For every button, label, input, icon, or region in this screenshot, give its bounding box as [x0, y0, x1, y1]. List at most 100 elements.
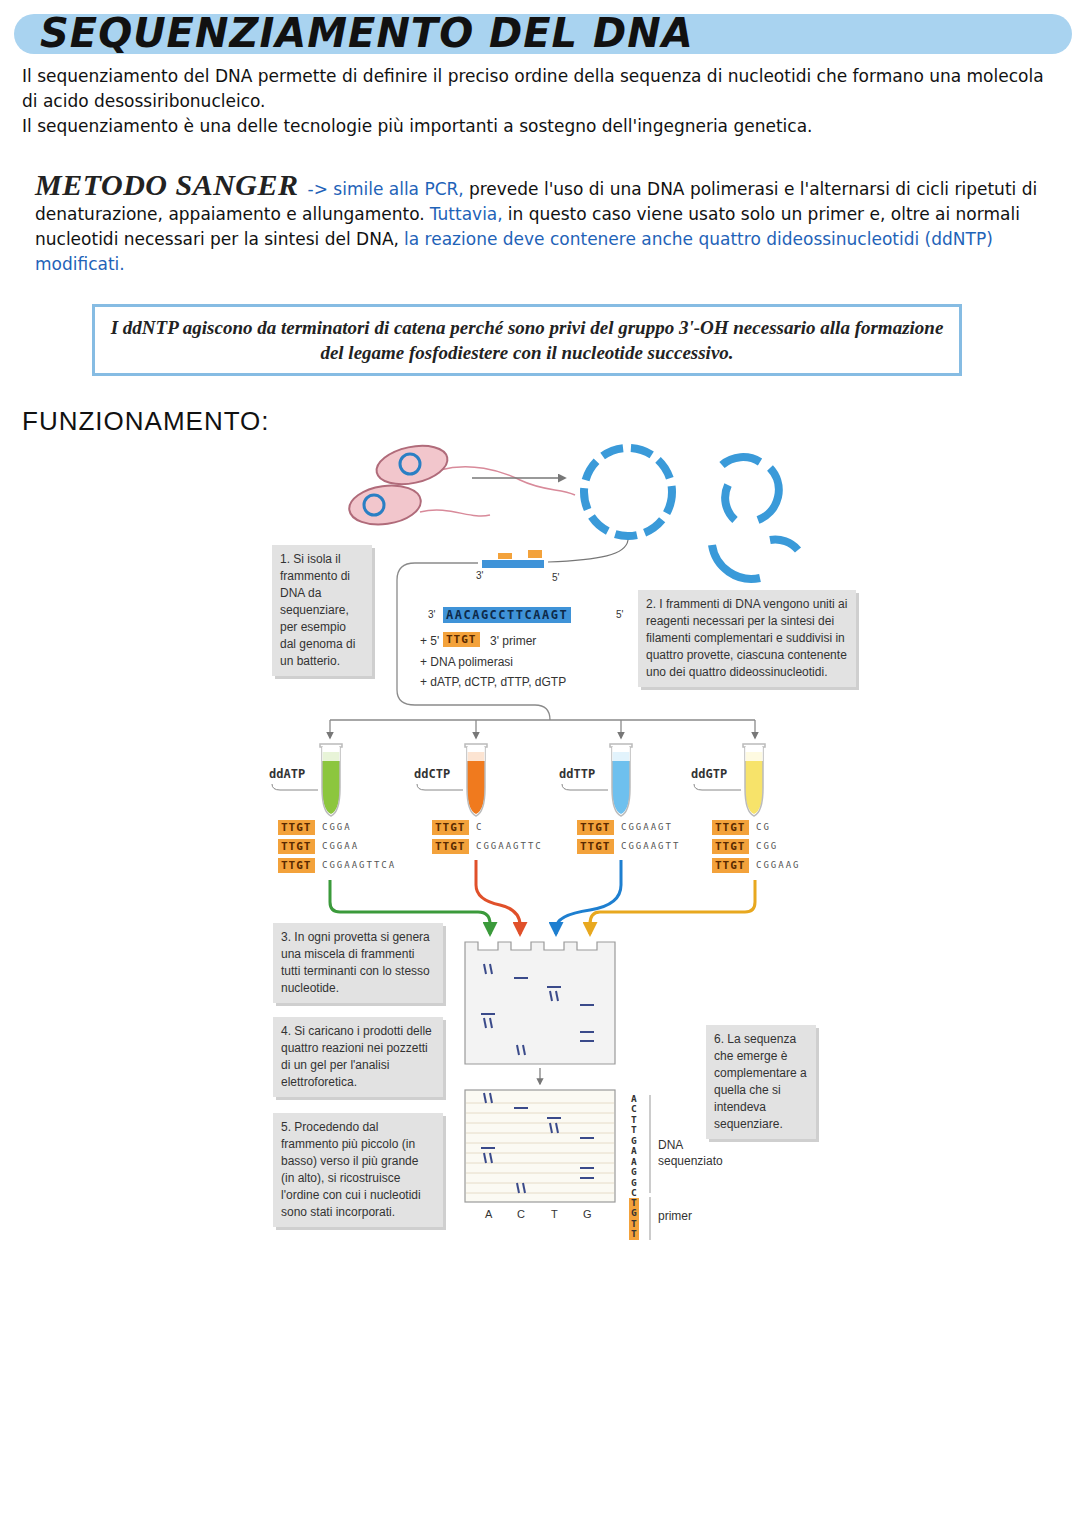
primer-strand [498, 553, 512, 559]
test-tubes [320, 744, 765, 816]
bacteria [347, 440, 575, 529]
text-run: -> simile alla PCR, [308, 179, 464, 199]
arrow [472, 477, 565, 479]
fragment [725, 485, 735, 520]
gel-band [481, 1147, 495, 1149]
grid-line [466, 1193, 614, 1194]
reagent: + dATP, dCTP, dTTP, dGTP [420, 675, 566, 689]
primer-sequence: TTGT [712, 858, 749, 873]
node-text: 6. La sequenza che emerge è complementar… [714, 1031, 808, 1133]
reagent: + DNA polimerasi [420, 655, 513, 669]
gel-band [556, 991, 558, 1001]
gel-band [514, 977, 528, 979]
primer-sequence: TTGT [278, 820, 315, 835]
paragraph: Il sequenziamento del DNA permette di de… [22, 64, 1062, 114]
grid-line [466, 1153, 614, 1154]
primer-sequence: TTGT [712, 839, 749, 854]
fragment-sequence: CG [756, 822, 771, 832]
lane-label: T [551, 1208, 558, 1220]
strand-end: 3' [428, 609, 435, 620]
tube-label: ddGTP [691, 767, 727, 781]
flagellum [420, 510, 490, 516]
hook [272, 784, 318, 790]
strand-end: 5' [616, 609, 623, 620]
bacterium [347, 481, 424, 529]
gel-band [514, 1107, 528, 1109]
dna-fragments [712, 457, 798, 579]
fragment-sequence: CGG [756, 841, 778, 851]
gel-band [547, 1117, 561, 1119]
template-sequence: AACAGCCTTCAAGT [443, 607, 571, 623]
fragment-sequence: CGGAAGT [621, 822, 673, 832]
plasmid [364, 495, 384, 515]
tube-liquid [745, 752, 763, 814]
gel-band [580, 1167, 594, 1169]
gel-band [580, 1040, 594, 1042]
gel-band [523, 1045, 525, 1055]
primer-bracket [650, 1197, 651, 1240]
tube-top [612, 747, 630, 761]
strand-end: 5' [552, 572, 559, 583]
page-title: SEQUENZIAMENTO DEL DNA [40, 10, 694, 56]
reagent: 3' primer [490, 634, 536, 648]
text-block: METODO SANGER-> simile alla PCR,prevede … [35, 168, 1040, 277]
tube-glass [743, 744, 765, 816]
lane-label: C [517, 1208, 525, 1220]
gel-band [523, 1183, 525, 1193]
tube-liquid [612, 752, 630, 814]
grid-line [466, 1133, 614, 1134]
gel-band [580, 1004, 594, 1006]
fragment-sequence: CGGAAGTT [621, 841, 680, 851]
tube-top [745, 747, 763, 761]
gel-grid [466, 1103, 614, 1193]
tube [320, 744, 342, 816]
gel-band [580, 1177, 594, 1179]
tube-top [322, 747, 340, 761]
annotation: DNA sequenziato [658, 1137, 738, 1169]
grid-line [466, 1103, 614, 1104]
arrow [539, 1068, 540, 1084]
fragment [758, 468, 779, 520]
arrow [754, 720, 755, 738]
tube [743, 744, 765, 816]
text-block: Il sequenziamento del DNA permette di de… [22, 64, 1062, 139]
tube-label: ddTTP [559, 767, 595, 781]
key-concept-box: I ddNTP agiscono da terminatori di caten… [92, 304, 962, 376]
sequence-bracket [650, 1095, 651, 1193]
fragment-sequence: CGGAAG [756, 860, 801, 870]
section-heading: METODO SANGER [35, 168, 299, 201]
tube-label: ddCTP [414, 767, 450, 781]
gel-band [556, 1123, 558, 1133]
gel-band [517, 1045, 519, 1055]
node-text: 4. Si caricano i prodotti delle quattro … [281, 1023, 435, 1091]
gel-slab [465, 1090, 615, 1202]
gel-band [490, 964, 492, 974]
flagellum [440, 467, 575, 495]
gel-band [490, 1153, 492, 1163]
fragment-sequence: CGGA [322, 822, 352, 832]
lane-arrow [590, 880, 755, 934]
primer-sequence: TTGT [278, 858, 315, 873]
fragment [722, 457, 760, 465]
primer-strand [528, 550, 542, 558]
gel-band [547, 986, 561, 988]
fragment-sequence: CGGAA [322, 841, 359, 851]
gel-band [484, 964, 486, 974]
lane-arrow [476, 860, 520, 934]
primer-sequence: TTGT [443, 632, 480, 647]
fragment [770, 540, 798, 550]
tube-liquid [322, 752, 340, 814]
hook [694, 784, 741, 790]
grid-line [466, 1113, 614, 1114]
gel-slab [465, 942, 615, 1064]
node-text: 2. I frammenti di DNA vengono uniti ai r… [646, 596, 848, 681]
dna-circle [584, 448, 672, 536]
arrow [329, 720, 330, 738]
section-heading: FUNZIONAMENTO: [22, 406, 270, 437]
node-text: 3. In ogni provetta si genera una miscel… [281, 929, 435, 997]
gel-band [580, 1031, 594, 1033]
primer-sequence: TTGT [432, 839, 469, 854]
fragment-sequence: C [476, 822, 483, 832]
gel-band [490, 1093, 492, 1103]
